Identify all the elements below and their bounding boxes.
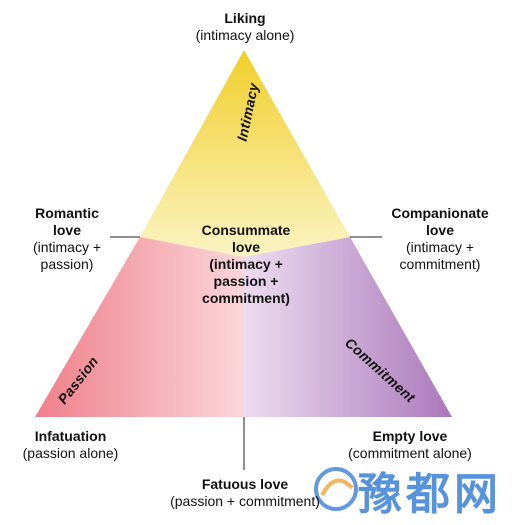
- watermark-logo-icon: [314, 467, 358, 511]
- passion-region: [35, 237, 244, 417]
- commitment-region: [244, 237, 452, 417]
- intimacy-region: [140, 50, 350, 257]
- watermark: 豫都网: [312, 458, 512, 520]
- empty-love-label: Empty love (commitment alone): [348, 428, 472, 461]
- romantic-love-label: Romantic love (intimacy + passion): [32, 205, 102, 272]
- infatuation-label: Infatuation (passion alone): [22, 428, 119, 461]
- watermark-text: 豫都网: [358, 469, 502, 520]
- fatuous-love-label: Fatuous love (passion + commitment): [170, 476, 320, 509]
- companionate-love-label: Companionate love (intimacy + commitment…: [391, 205, 489, 272]
- consummate-love-label: Consummate love (intimacy + passion + co…: [201, 222, 291, 306]
- liking-label: Liking (intimacy alone): [195, 10, 295, 43]
